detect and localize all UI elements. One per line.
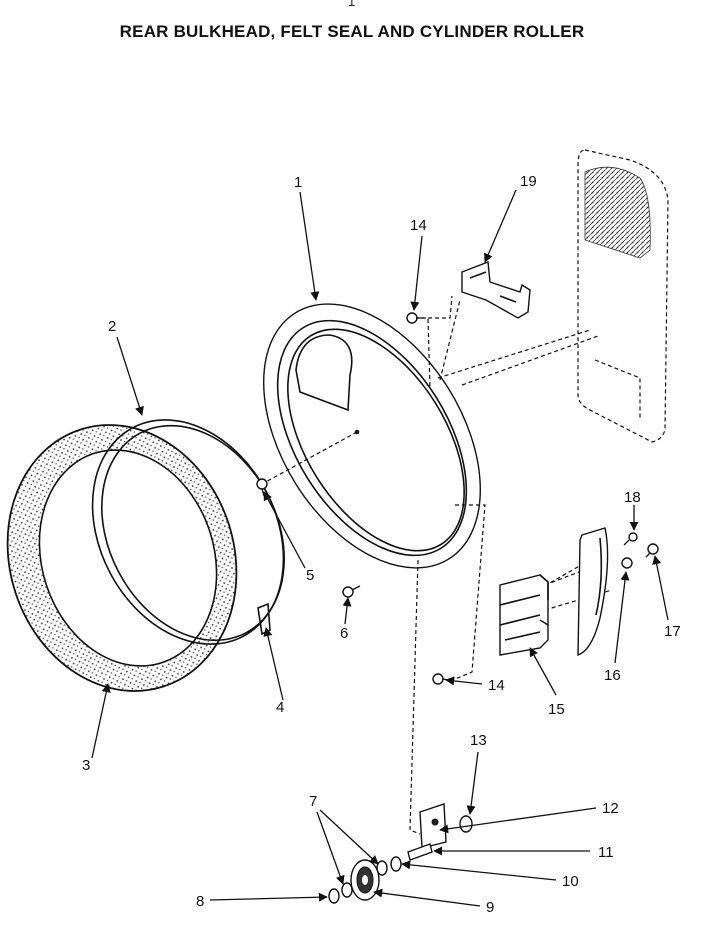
callout-10: 10	[562, 873, 579, 890]
callout-12: 12	[602, 800, 619, 817]
leader-lines	[91, 189, 669, 907]
screw-14-upper	[406, 312, 424, 324]
callout-14-upper: 14	[410, 217, 427, 234]
callout-3: 3	[82, 757, 90, 774]
vent-mesh	[584, 166, 651, 259]
callout-6: 6	[340, 625, 348, 642]
screw-6	[342, 585, 361, 598]
screw-18	[623, 532, 638, 546]
roller-shaft-11	[407, 843, 433, 861]
page-number: 1	[348, 0, 356, 9]
callout-19: 19	[520, 173, 537, 190]
callout-labels: 1 2 3 4 5 6 7 8 9 10 11 12 13 14 14 15 1…	[82, 173, 681, 916]
roller-bracket-15	[499, 574, 549, 656]
washer-7-lower	[341, 882, 353, 898]
cabinet-rear-outline	[577, 149, 669, 443]
callout-15: 15	[548, 701, 565, 718]
callout-9: 9	[486, 899, 494, 916]
callout-2: 2	[108, 318, 116, 335]
callout-18: 18	[624, 489, 641, 506]
felt-seal-ring	[6, 424, 238, 692]
washer-10	[390, 856, 402, 872]
callout-8: 8	[196, 893, 204, 910]
retainer-8	[328, 888, 340, 904]
screw-5	[256, 478, 268, 497]
callout-11: 11	[598, 844, 614, 861]
clip-13	[459, 815, 473, 833]
callout-13: 13	[470, 732, 487, 749]
callout-5: 5	[306, 567, 314, 584]
callout-17: 17	[664, 623, 681, 640]
screw-17	[645, 543, 659, 558]
bulkhead-vent-opening	[295, 334, 353, 412]
callout-14-lower: 14	[488, 677, 505, 694]
cover-plate	[577, 527, 609, 657]
bracket-19	[461, 261, 531, 319]
screw-14-lower	[432, 673, 451, 685]
callout-4: 4	[276, 699, 284, 716]
nut-16	[621, 557, 633, 569]
diagram-title: REAR BULKHEAD, FELT SEAL AND CYLINDER RO…	[119, 22, 585, 41]
cylinder-roller-9	[350, 859, 380, 901]
callout-16: 16	[604, 667, 621, 684]
roller-support-12	[419, 803, 447, 849]
callout-1: 1	[294, 174, 302, 191]
rear-bulkhead	[262, 303, 482, 569]
callout-7: 7	[309, 793, 317, 810]
